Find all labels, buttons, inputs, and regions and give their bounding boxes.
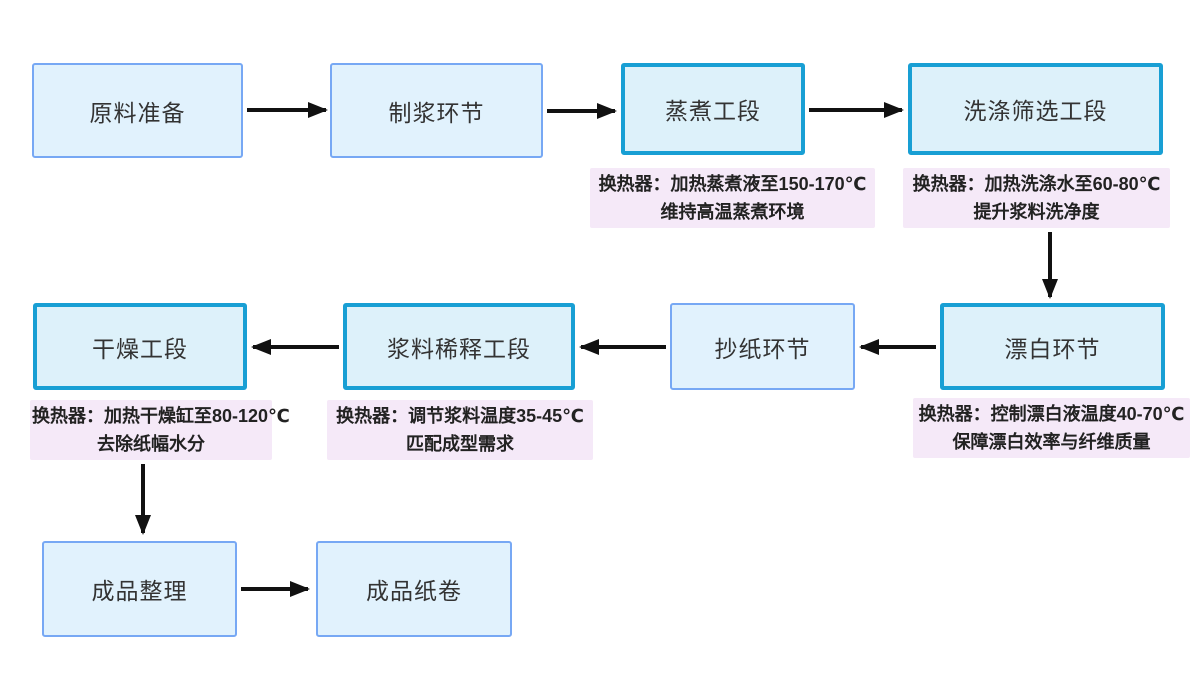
node-papermaking: 抄纸环节	[670, 303, 855, 390]
annotation-line1: 换热器：加热干燥缸至80-120℃	[32, 406, 290, 426]
annotation-line2: 去除纸幅水分	[97, 434, 205, 454]
node-bleaching: 漂白环节	[940, 303, 1165, 390]
node-label: 漂白环节	[1004, 335, 1101, 362]
annotation-washing: 换热器：加热洗涤水至60-80℃ 提升浆料洗净度	[903, 168, 1170, 228]
node-label: 浆料稀释工段	[387, 335, 531, 362]
annotation-line1: 换热器：调节浆料温度35-45℃	[336, 406, 584, 426]
node-washing-screening: 洗涤筛选工段	[908, 63, 1163, 155]
node-label: 洗涤筛选工段	[963, 98, 1108, 124]
annotation-bleaching: 换热器：控制漂白液温度40-70℃ 保障漂白效率与纤维质量	[913, 398, 1190, 458]
node-label: 抄纸环节	[714, 335, 811, 362]
annotation-drying: 换热器：加热干燥缸至80-120℃ 去除纸幅水分	[30, 400, 290, 460]
annotation-line2: 匹配成型需求	[406, 434, 514, 454]
node-label: 成品整理	[91, 578, 188, 604]
node-label: 蒸煮工段	[665, 98, 761, 124]
node-label: 干燥工段	[92, 335, 188, 362]
node-cooking: 蒸煮工段	[621, 63, 805, 155]
node-pulp-dilution: 浆料稀释工段	[343, 303, 575, 390]
node-finished-paper-roll: 成品纸卷	[316, 541, 512, 637]
annotation-line2: 提升浆料洗净度	[973, 202, 1100, 222]
node-pulping: 制浆环节	[330, 63, 543, 158]
annotation-line1: 换热器：加热洗涤水至60-80℃	[912, 174, 1161, 194]
annotation-line2: 维持高温蒸煮环境	[660, 202, 805, 222]
node-raw-material-prep: 原料准备	[32, 63, 243, 158]
node-finished-sorting: 成品整理	[42, 541, 237, 637]
node-label: 原料准备	[89, 99, 186, 126]
annotation-line2: 保障漂白效率与纤维质量	[952, 432, 1151, 452]
annotation-line1: 换热器：控制漂白液温度40-70℃	[918, 404, 1185, 424]
annotation-cooking: 换热器：加热蒸煮液至150-170℃ 维持高温蒸煮环境	[590, 168, 875, 228]
annotation-line1: 换热器：加热蒸煮液至150-170℃	[598, 174, 867, 194]
node-drying: 干燥工段	[33, 303, 247, 390]
annotation-dilution: 换热器：调节浆料温度35-45℃ 匹配成型需求	[327, 400, 593, 460]
node-label: 制浆环节	[388, 99, 485, 126]
node-label: 成品纸卷	[366, 578, 462, 604]
